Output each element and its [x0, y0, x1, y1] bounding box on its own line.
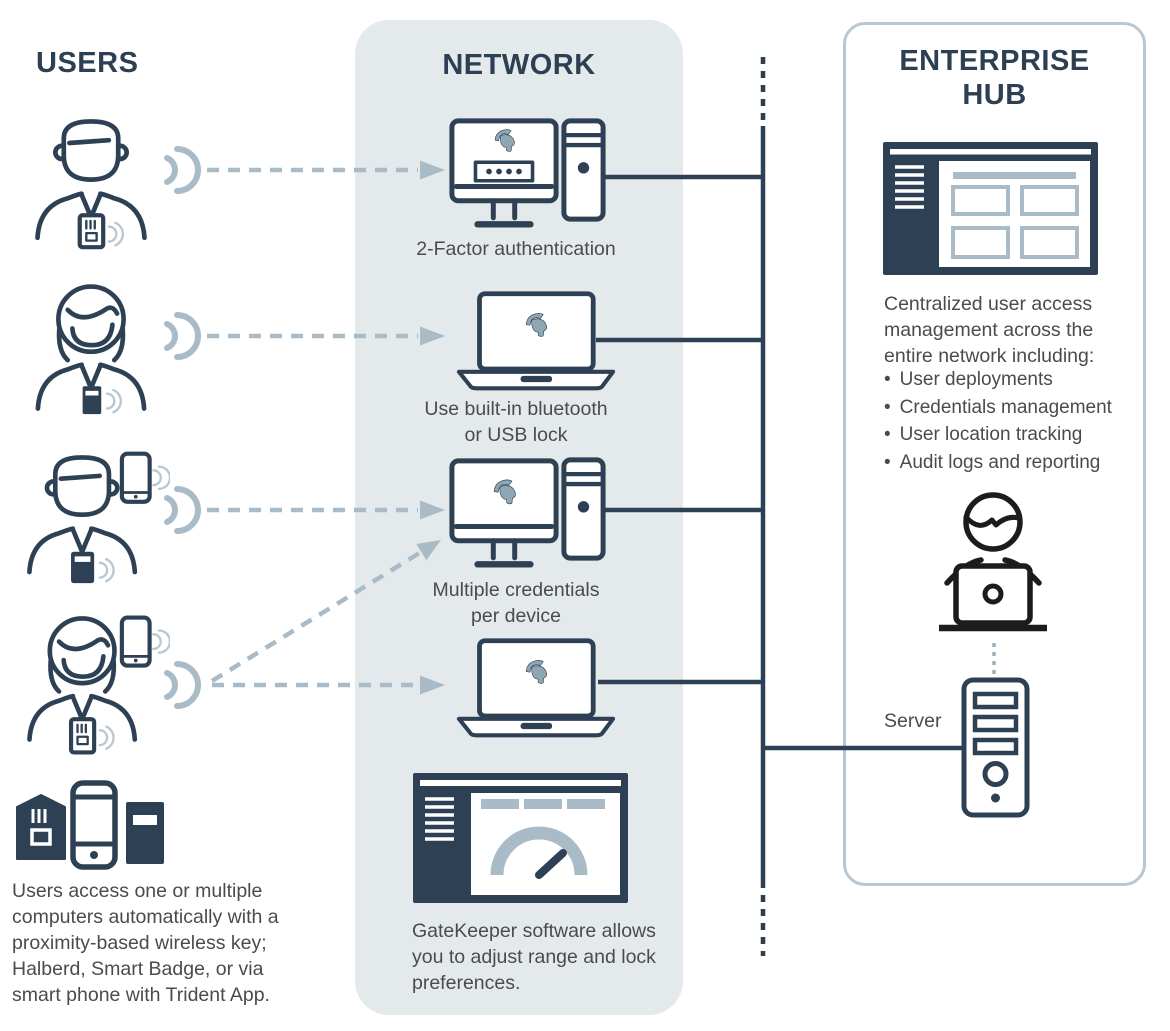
arrow-user4-to-laptop2 [212, 675, 445, 695]
laptop-icon [456, 638, 616, 738]
smartphone-icon [70, 780, 118, 870]
wireless-signal-icon [164, 661, 201, 709]
list-item: Audit logs and reporting [884, 449, 1139, 477]
arrow-user2-to-laptop1 [207, 326, 445, 346]
phone-signal-waves [152, 465, 170, 490]
chin [70, 322, 115, 348]
arrow-user1-to-desktop1 [207, 160, 445, 180]
arrow-user3-to-desktop2 [207, 500, 445, 520]
wireless-signal-icon [164, 486, 201, 534]
admin-user-at-laptop-icon [939, 492, 1047, 632]
smart-badge-fob-icon [126, 802, 164, 864]
cap-brim [67, 137, 112, 146]
pc-tower-icon [561, 457, 606, 561]
server-tower-icon [961, 677, 1030, 818]
gatekeeper-software-window-icon [413, 773, 628, 903]
list-item: User location tracking [884, 421, 1139, 449]
password-field [473, 160, 535, 183]
users-caption: Users access one or multiple computers a… [12, 880, 279, 1006]
hair [963, 514, 1022, 528]
users-column-heading: USERS [36, 47, 139, 79]
device-connector-lines [596, 174, 964, 751]
hub-feature-list: User deployments Credentials management … [884, 366, 1139, 476]
server-label: Server [884, 710, 942, 732]
multi-credentials-label: Multiple credentials per device [432, 579, 600, 627]
desktop-computer-icon [449, 458, 559, 568]
phone-signal-waves [152, 629, 170, 654]
lanyard [79, 363, 103, 391]
list-item: User deployments [884, 366, 1139, 394]
hair-locks [56, 326, 126, 363]
software-caption: GateKeeper software allows you to adjust… [412, 920, 656, 994]
badge-signal-waves [98, 725, 115, 750]
two-factor-label: 2-Factor authentication [416, 238, 616, 260]
smartphone-icon [119, 451, 152, 504]
network-column-heading: NETWORK [442, 49, 596, 81]
management-dashboard-window-icon [883, 142, 1098, 275]
dashed-arrows [207, 160, 445, 695]
halberd-key-icon [16, 794, 66, 860]
key-fob-icon [82, 386, 102, 415]
smartphone-icon [119, 615, 152, 668]
sidebar-menu-lines [425, 797, 454, 841]
wireless-signal-icons [164, 146, 201, 709]
laptop-lid [953, 563, 1033, 626]
gauge-needle [535, 849, 567, 879]
enterprise-hub-heading: ENTERPRISE HUB [899, 45, 1090, 111]
range-gauge-arc [490, 826, 588, 876]
female-user-with-fob-icon [35, 284, 147, 415]
list-item: Credentials management [884, 394, 1139, 422]
sidebar-menu-lines [895, 165, 924, 209]
male-user-with-badge-icon [35, 119, 147, 250]
bluetooth-label: Use built-in bluetooth or USB lock [424, 398, 608, 446]
badge-signal-waves [107, 221, 125, 247]
pc-tower-icon [561, 118, 606, 222]
female-user-with-phone-and-badge-icon [27, 615, 170, 755]
laptop-icon [456, 291, 616, 391]
badge-signal-waves [98, 557, 115, 583]
male-user-with-phone-and-badge-icon [27, 451, 170, 584]
hair-fringe [65, 305, 120, 320]
desktop-computer-icon [449, 118, 559, 228]
wireless-signal-icon [164, 146, 201, 194]
wireless-signal-icon [164, 312, 201, 360]
dashboard-card-grid [951, 185, 1079, 259]
fob-signal-waves [105, 388, 122, 414]
id-badge-icon [77, 213, 106, 250]
hub-description: Centralized user access management acros… [884, 293, 1095, 367]
arrow-user4-to-desktop2 [210, 540, 441, 683]
